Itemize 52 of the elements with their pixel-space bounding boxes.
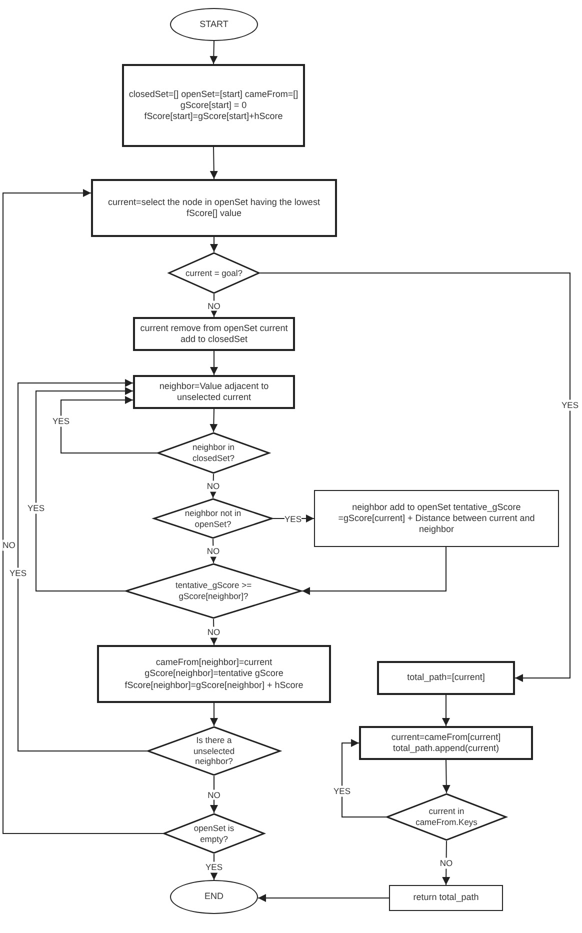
terminal-oval: END	[170, 880, 258, 914]
terminal-oval: START	[170, 8, 258, 41]
arrow	[210, 236, 218, 252]
edge-label: NO	[2, 540, 16, 550]
arrow	[18, 379, 148, 752]
edge-label: YES	[10, 568, 26, 578]
process-box: current=select the node in openSet having the lowest fScore[] value	[91, 179, 337, 237]
decision-diamond: current in cameFrom.Keys	[386, 793, 507, 841]
edge-label: NO	[440, 858, 453, 868]
edge-label: NO	[206, 480, 220, 492]
process-box: current remove from openSet current add to closedSet	[133, 317, 295, 351]
edge-label: NO	[208, 789, 220, 800]
process-box: total_path=[current]	[377, 661, 515, 695]
arrow	[260, 272, 570, 682]
arrow	[442, 760, 450, 794]
decision-diamond: tentative_gScore >= gScore[neighbor]?	[125, 563, 302, 619]
arrow	[442, 694, 450, 726]
process-box: neighbor=Value adjacent to unselected current	[133, 375, 295, 409]
arrow	[36, 387, 134, 592]
decision-diamond: neighbor in closedSet?	[157, 432, 270, 474]
process-box: cameFrom[neighbor]=current gScore[neighbor]=tentative gScore fScore[neighbor]=gScore[neighbor] + hScore	[97, 645, 331, 703]
decision-diamond: current = goal?	[168, 252, 260, 294]
edge-label: YES	[28, 502, 44, 514]
process-box: current=cameFrom[current] total_path.append(current)	[359, 726, 533, 760]
arrow	[302, 546, 446, 595]
arrow	[210, 146, 218, 180]
arrow	[442, 840, 450, 886]
decision-diamond: neighbor not in openSet?	[153, 498, 273, 539]
decision-diamond: Is there a unselected neighbor?	[147, 726, 281, 776]
arrow	[209, 538, 218, 564]
process-box: closedSet=[] openSet=[start] cameFrom=[] gScore[start] = 0 fScore[start]=gScore[start]+hScore	[122, 64, 305, 147]
edge-label: NO	[207, 626, 220, 638]
process-box: neighbor add to openSet tentative_gScore =gScore[current] + Distance between current and neighbor	[314, 490, 559, 547]
edge-label: NO	[208, 300, 220, 311]
arrow	[210, 350, 218, 376]
edge-label: YES	[206, 862, 222, 872]
arrow	[210, 702, 218, 726]
arrow	[209, 474, 218, 498]
arrow	[210, 408, 218, 432]
edge-label: YES	[562, 400, 578, 410]
edge-label: NO	[206, 546, 220, 556]
arrow	[210, 618, 218, 646]
arrow	[2, 189, 164, 834]
arrow	[342, 739, 386, 818]
edge-label: YES	[334, 786, 350, 796]
edge-label: YES	[284, 513, 302, 524]
arrow	[210, 40, 218, 64]
edge-label: YES	[52, 416, 70, 426]
arrow	[60, 396, 158, 454]
process-box: return total_path	[389, 885, 503, 911]
decision-diamond: openSet is empty?	[163, 813, 265, 854]
arrow	[258, 894, 390, 902]
